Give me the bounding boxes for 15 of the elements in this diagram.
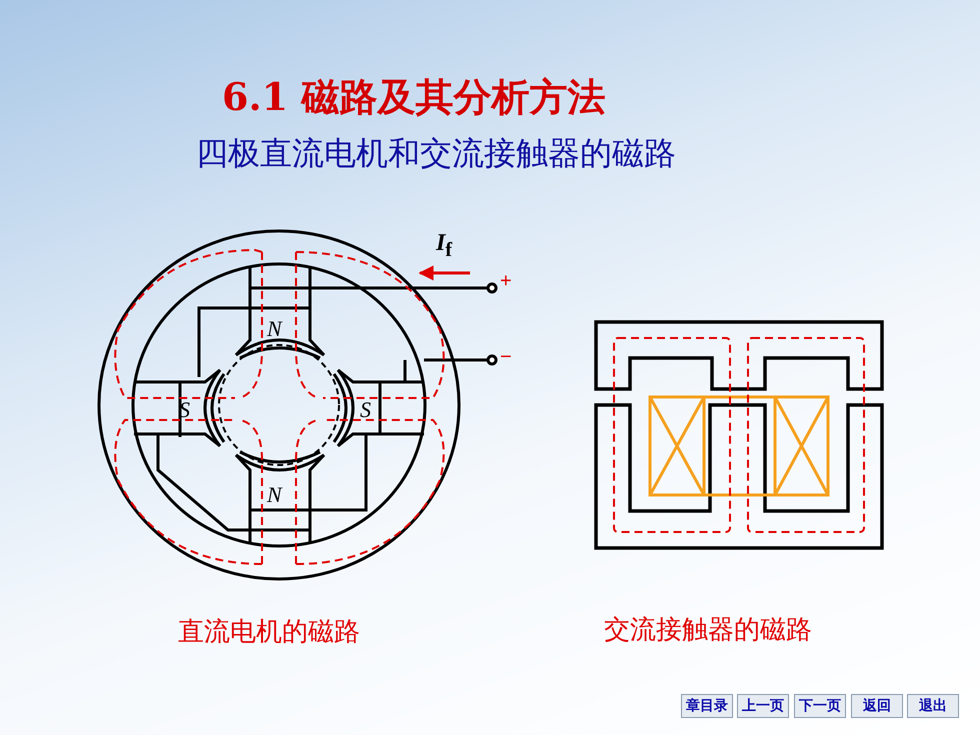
pole-label: S [360, 397, 371, 423]
nav-button: 章目录 [681, 694, 733, 718]
nav-button: 返回 [851, 694, 903, 718]
current-symbol: I$_{f}$ [436, 230, 452, 262]
polarity-sign: − [500, 346, 512, 369]
polarity-sign: + [500, 270, 512, 293]
figure-caption: 直流电机的磁路 [178, 616, 360, 649]
pole-label: N [267, 482, 282, 508]
subtitle: 四极直流电机和交流接触器的磁路 [196, 133, 676, 174]
nav-button: 退出 [907, 694, 959, 718]
nav-button: 下一页 [794, 694, 846, 718]
nav-button: 上一页 [737, 694, 789, 718]
pole-label: N [267, 316, 282, 342]
figure-caption: 交流接触器的磁路 [604, 614, 812, 647]
slide-title: 6.1 磁路及其分析方法 [222, 73, 606, 121]
